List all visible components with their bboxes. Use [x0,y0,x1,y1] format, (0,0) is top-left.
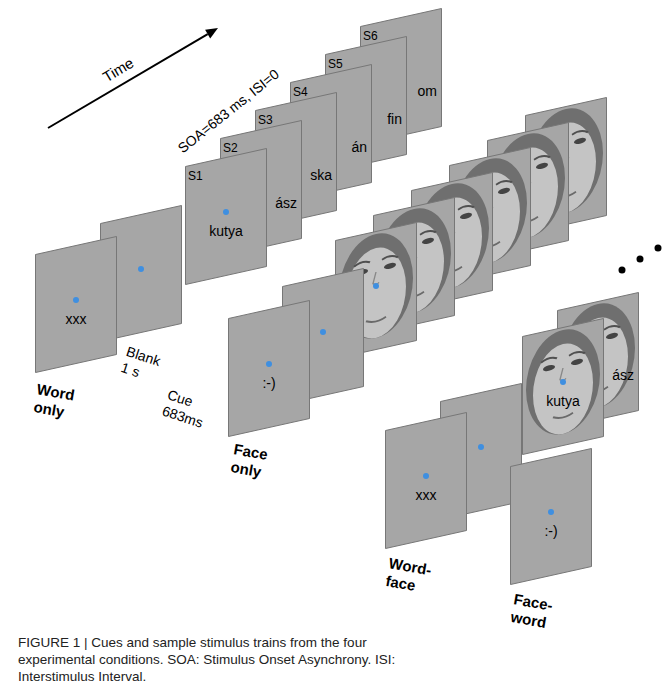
fixation-dot [398,69,404,75]
stimulus-word: :-) [262,375,275,391]
fixation-dot [73,297,79,303]
condition-label: Word only [32,380,84,423]
slide-shape [229,301,310,437]
slide-shape [256,93,337,229]
slide-shape [511,449,592,585]
fixation-dot [223,209,229,215]
continuation-dot [655,245,662,252]
stimulus-number: S1 [188,170,203,184]
slide-shape [523,319,604,455]
stimulus-number: S5 [328,58,343,72]
stimulus-word: :-) [544,523,557,539]
fixation-dot [266,361,272,367]
stimulus-word: om [418,83,437,99]
slide-shape [221,121,302,257]
stimulus-word: xxx [66,311,87,327]
fixation-dot [293,153,299,159]
slide-shape [326,37,407,173]
phase-label: Cue 683ms [160,387,216,434]
face-picture [526,322,600,442]
time-arrowhead [205,28,218,38]
fixation-dot [548,509,554,515]
condition-label: Face only [229,440,281,483]
slide-shape [361,9,442,145]
continuation-dot [637,256,644,263]
slide-outline [185,148,267,284]
stimulus-number: S2 [223,142,238,156]
condition-label: Word-face [384,554,436,597]
stimulus-slide: :-) [510,448,592,584]
figure-caption: FIGURE 1 | Cues and sample stimulus trai… [18,634,438,685]
stimulus-word: ász [275,195,297,211]
stimulus-number: S4 [293,86,308,100]
continuation-dot [619,267,626,274]
fixation-dot [423,473,429,479]
slide-outline [522,318,604,454]
stimulus-slide: xxx [35,236,117,372]
axis-label: Time [99,54,136,86]
stimulus-slide: :-) [228,300,310,436]
slide-shape [186,149,267,285]
face-picture [561,296,635,416]
slide-outline [510,448,592,584]
fixation-dot [328,125,334,131]
stimulus-word: fin [387,111,402,127]
stimulus-word: ász [612,367,634,383]
slide-outline [385,412,467,548]
slide-outline [228,300,310,436]
time-arrow [48,34,208,128]
fixation-dot [258,181,264,187]
slide-shape [558,293,639,429]
condition-label: Face-word [509,590,561,633]
fixation-dot [363,97,369,103]
stimulus-word: xxx [416,487,437,503]
slide-shape [386,413,467,549]
stimulus-word: án [351,139,367,155]
stimulus-word: ska [310,167,332,183]
phase-label: Blank 1 s [119,343,171,389]
stimulus-slide: S1 kutya [185,148,267,284]
face-stimulus-slide: kutya [522,318,604,454]
slide-outline [35,236,117,372]
slide-shape [291,65,372,201]
stimulus-word: kutya [209,223,242,239]
stimulus-number: S6 [363,30,378,44]
stimulus-number: S3 [258,114,273,128]
slide-shape [36,237,117,373]
stimulus-slide: xxx [385,412,467,548]
stimulus-word: kutya [546,393,579,409]
